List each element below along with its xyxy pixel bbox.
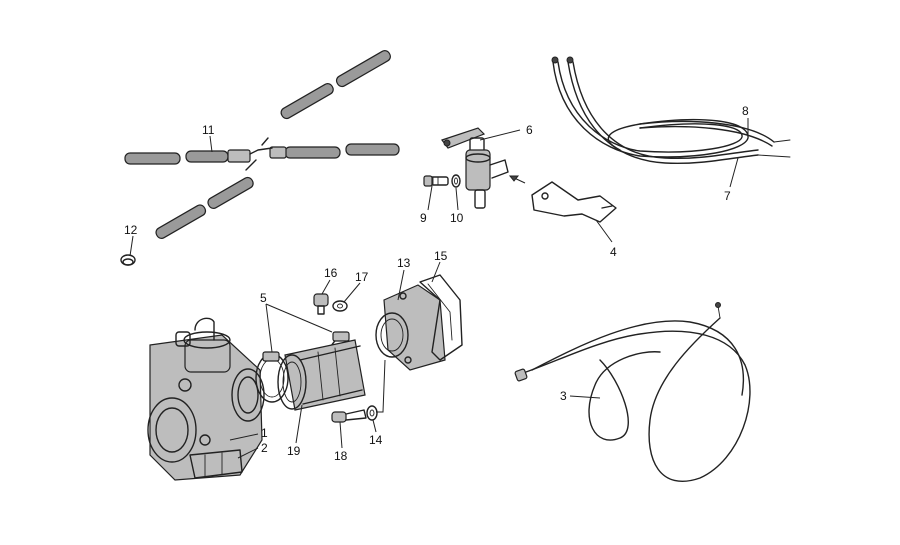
leader-lines	[129, 118, 749, 459]
callout-9: 9	[420, 211, 427, 225]
callout-10: 10	[450, 211, 464, 225]
carburettor	[147, 317, 265, 481]
throttle-cables	[551, 56, 791, 165]
hose-clamps	[255, 331, 357, 403]
callout-11: 11	[202, 123, 215, 137]
callout-6: 6	[526, 123, 533, 137]
callout-14: 14	[369, 433, 383, 447]
fuel-hose-assembly	[124, 50, 400, 239]
intake-manifold	[375, 284, 446, 371]
intake-sleeve	[277, 339, 366, 411]
choke-cable	[514, 302, 751, 483]
fuel-tap	[441, 127, 509, 209]
tap-screw	[423, 175, 449, 187]
hose-clip	[120, 254, 136, 266]
callout-17: 17	[355, 270, 369, 284]
bolt-washer	[366, 405, 378, 421]
callout-3: 3	[560, 389, 567, 403]
callout-18: 18	[334, 449, 348, 463]
callout-8: 8	[742, 104, 749, 118]
callout-12: 12	[124, 223, 138, 237]
callout-2: 2	[261, 441, 268, 455]
callout-5: 5	[260, 291, 267, 305]
callout-15: 15	[434, 249, 448, 263]
tap-bracket	[508, 175, 617, 223]
callout-13: 13	[397, 256, 411, 270]
tap-washer	[451, 174, 461, 188]
callout-4: 4	[610, 245, 617, 259]
callout-19: 19	[287, 444, 301, 458]
manifold-bolt	[331, 409, 367, 423]
manifold-gasket	[419, 274, 463, 361]
callout-7: 7	[724, 189, 731, 203]
callout-16: 16	[324, 266, 338, 280]
callout-1: 1	[261, 426, 268, 440]
callout-labels: 1 2 3 4 5 6 7 8 9 10 11 12 13 14 15 16 1…	[124, 104, 749, 463]
manifold-screw	[313, 293, 329, 315]
manifold-washer	[332, 300, 348, 312]
